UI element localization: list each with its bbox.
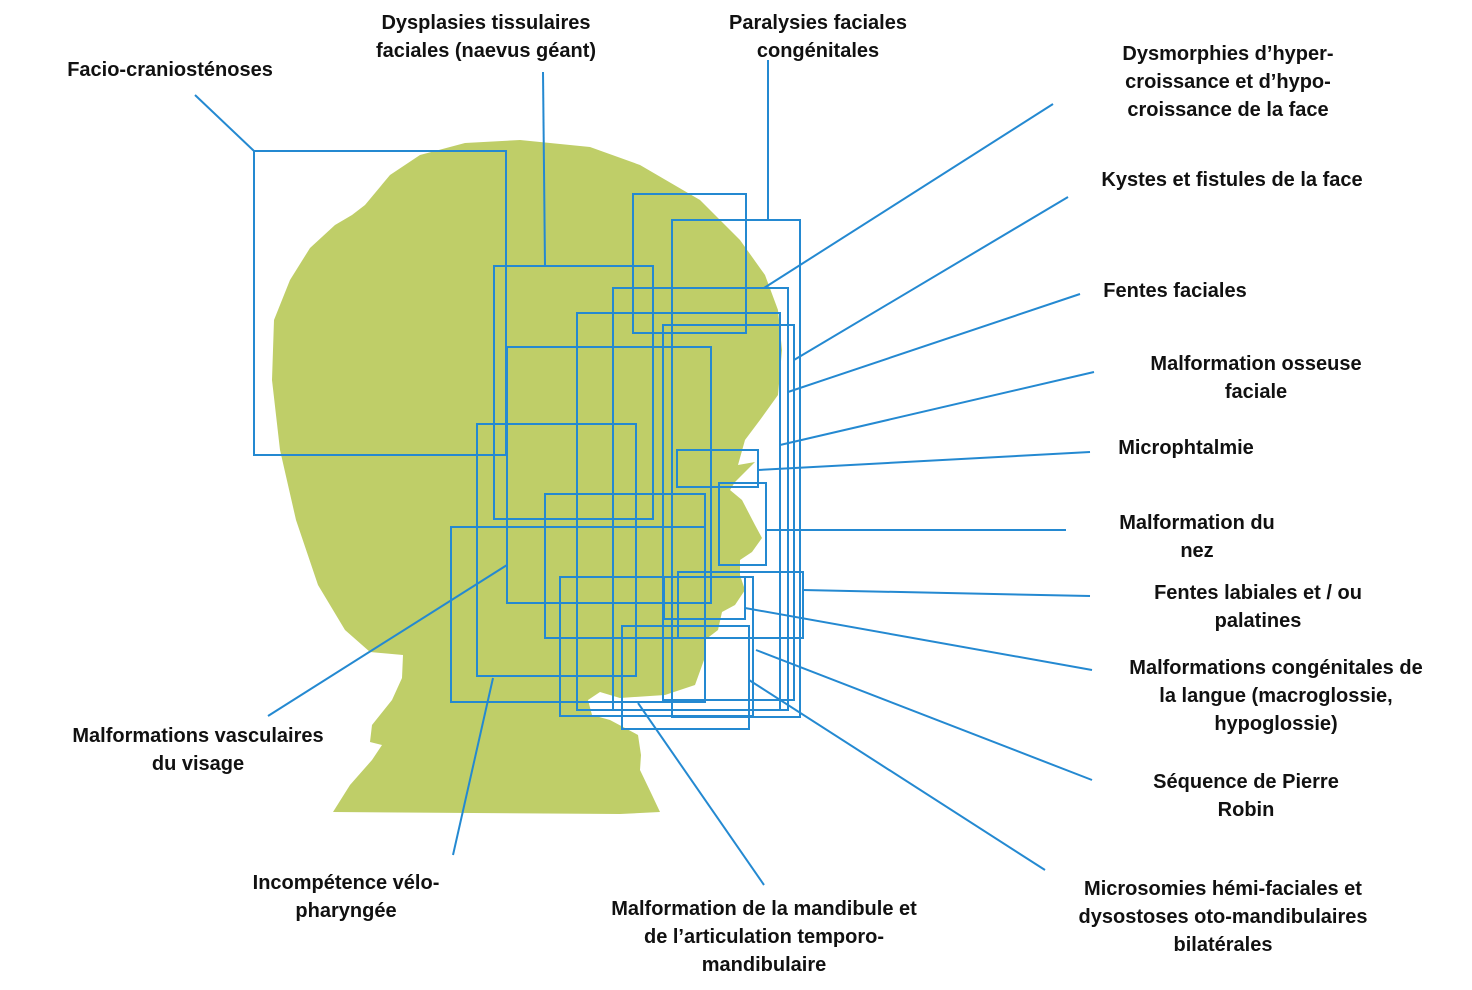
leader-lines: [194, 60, 1095, 886]
leader-osseuse: [779, 371, 1095, 446]
label-microsomies: Microsomies hémi-faciales et dysostoses …: [1078, 878, 1368, 956]
label-langue: Malformations congénitales de la langue …: [1129, 657, 1423, 735]
label-fentes-labiales: Fentes labiales et / ou palatines: [1154, 582, 1362, 632]
leader-pierre-robin: [755, 649, 1093, 781]
label-paralysies: Paralysies faciales congénitales: [729, 12, 907, 62]
box-dysmorphies: [632, 193, 747, 334]
box-nez: [718, 482, 767, 566]
leader-dysplasies: [542, 71, 546, 267]
label-dysplasies: Dysplasies tissulaires faciales (naevus …: [375, 12, 597, 62]
box-dysplasies: [493, 265, 654, 520]
label-microphtalmie: Microphtalmie: [1118, 437, 1254, 459]
leader-fentes-labiales: [802, 589, 1091, 597]
box-vasculaires: [506, 346, 712, 604]
leader-mandibule: [637, 702, 765, 886]
label-nez: Malformation du nez: [1119, 512, 1275, 562]
box-mandibule: [621, 625, 750, 730]
label-kystes: Kystes et fistules de la face: [1101, 169, 1363, 191]
leader-facio: [194, 94, 255, 152]
label-mandibule: Malformation de la mandibule et de l’art…: [611, 898, 917, 976]
leader-langue: [744, 607, 1093, 671]
label-fentes-faciales: Fentes faciales: [1103, 280, 1247, 302]
leader-kystes: [793, 196, 1069, 361]
leader-dysmorphies: [763, 103, 1054, 289]
box-facio-craniostenoses: [253, 150, 507, 456]
box-fentes-faciales: [576, 312, 781, 711]
label-facio-craniostenoses: Facio-craniosténoses: [67, 59, 273, 81]
head-silhouette: [272, 140, 782, 814]
box-microsomies: [559, 576, 754, 717]
leader-fentes-faciales: [787, 293, 1081, 393]
box-lower: [450, 526, 706, 703]
leader-microsomies: [748, 679, 1046, 871]
box-microphtalmie: [676, 449, 759, 488]
label-dysmorphies: Dysmorphies d’hyper- croissance et d’hyp…: [1122, 43, 1334, 121]
box-langue: [663, 576, 746, 620]
leader-velo: [452, 677, 494, 856]
box-osseuse: [662, 324, 795, 701]
leader-vasculaires: [267, 564, 508, 717]
box-velo: [476, 423, 637, 677]
label-osseuse: Malformation osseuse faciale: [1150, 353, 1362, 403]
label-pierre-robin: Séquence de Pierre Robin: [1153, 771, 1339, 821]
box-fentes-labiales: [677, 571, 804, 639]
leader-microphtalmie: [757, 451, 1091, 471]
label-vasculaires: Malformations vasculaires du visage: [72, 725, 324, 775]
label-velo: Incompétence vélo- pharyngée: [252, 872, 440, 922]
